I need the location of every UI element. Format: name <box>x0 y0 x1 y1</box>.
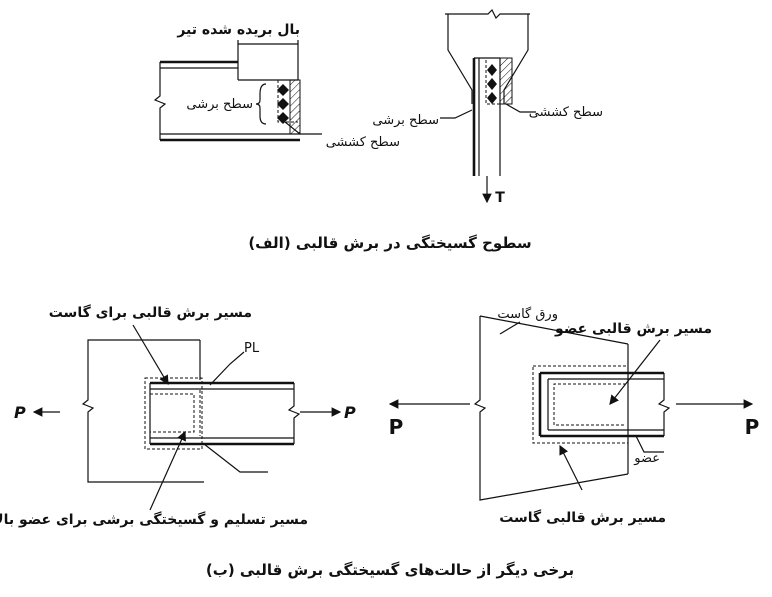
force-label-big-right: P <box>745 415 760 439</box>
bolts-right <box>487 64 497 104</box>
force-label-p-left: P <box>14 403 26 422</box>
coped-beam-diagram <box>153 40 322 142</box>
shear-plane-label-left: سطح برشی <box>186 97 253 112</box>
tension-plane-label-left: سطح کششی <box>326 135 400 150</box>
force-label-big-left: P <box>389 415 404 439</box>
yield-path-label: مسیر تسلیم و گسیختگی برشی برای عضو بالای… <box>0 511 308 528</box>
caption-part-a: (الف) سطوح گسیختگی در برش قالبی <box>248 234 531 252</box>
gusset-path-label-top: مسیر برش قالبی برای گاست <box>49 304 252 321</box>
gusset-tension-diagram <box>440 8 536 204</box>
coped-beam-label: بال بریده شده تیر <box>176 22 300 38</box>
bolts-left <box>277 84 289 124</box>
member-path-label: مسیر برش قالبی عضو <box>554 321 712 337</box>
gusset-member-diagram <box>388 315 754 501</box>
gusset-sheet-label: ورق گاست <box>497 306 558 322</box>
shear-plane-label-right: سطح برشی <box>372 113 439 128</box>
member-label: عضو <box>633 451 660 466</box>
plate-member-diagram <box>32 324 342 511</box>
tension-plane-label-right: سطح کششی <box>529 105 603 120</box>
force-label-p-right: P <box>344 403 356 422</box>
gusset-path-label-bottom: مسیر برش قالبی گاست <box>499 509 666 526</box>
force-label-t: T <box>495 190 505 206</box>
caption-part-b: (ب) برخی دیگر از حالت‌های گسیختگی برش قا… <box>206 561 574 579</box>
plate-label: PL <box>244 341 260 356</box>
